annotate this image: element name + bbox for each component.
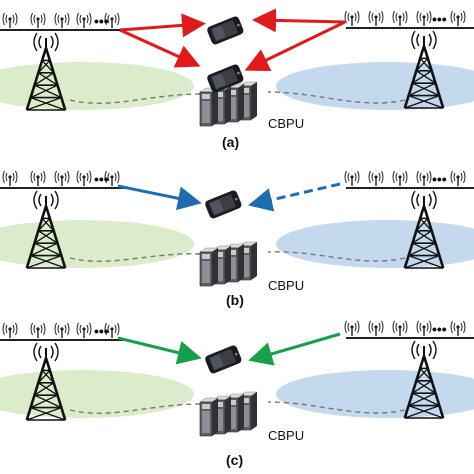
antenna-icon	[54, 12, 70, 28]
server-rack-icon	[199, 241, 258, 287]
tower-icon-left	[25, 32, 67, 111]
dots: •••	[94, 171, 109, 187]
antenna-icon	[76, 322, 92, 338]
signal-arrow	[119, 13, 206, 38]
antenna-icon	[30, 170, 46, 186]
dots: •••	[432, 11, 447, 27]
dots: •••	[432, 321, 447, 337]
tower-icon-right	[403, 30, 445, 109]
antenna-array-right: •••	[344, 10, 474, 29]
antenna-icon	[30, 12, 46, 28]
antenna-icon	[104, 322, 120, 338]
cbpu-label-b: CBPU	[268, 278, 305, 293]
signal-arrow	[252, 8, 346, 33]
antenna-array-left: •••	[0, 12, 124, 31]
antenna-icon	[392, 10, 408, 26]
antenna-icon	[344, 320, 360, 336]
panel-label-a: (a)	[222, 134, 240, 150]
antenna-icon	[368, 320, 384, 336]
dots: •••	[432, 171, 447, 187]
phone-icon	[207, 16, 244, 45]
fronthaul-right	[267, 251, 406, 262]
panel-b: ••• •••	[0, 170, 474, 287]
antenna-icon	[368, 10, 384, 26]
panel-a: ••• •••	[0, 8, 474, 127]
antenna-icon	[450, 10, 466, 26]
antenna-icon	[104, 12, 120, 28]
antenna-icon	[416, 10, 432, 26]
antenna-icon	[76, 12, 92, 28]
signal-arrow	[117, 336, 202, 365]
phone-icon	[205, 190, 242, 219]
fronthaul-left	[69, 93, 201, 104]
antenna-icon	[54, 170, 70, 186]
antenna-array-left: •••	[0, 322, 124, 341]
antenna-array-left: •••	[0, 170, 124, 189]
signal-arrow	[244, 20, 346, 71]
signal-arrow	[117, 184, 202, 211]
dots: •••	[94, 323, 109, 339]
antenna-array-right: •••	[344, 320, 474, 339]
signal-arrow	[119, 28, 201, 68]
tower-icon-right	[403, 190, 445, 269]
phone-icon	[207, 64, 244, 93]
antenna-icon	[2, 12, 18, 28]
antenna-icon	[2, 322, 18, 338]
dots: •••	[94, 13, 109, 29]
tower-icon-left	[25, 342, 67, 421]
signal-arrow	[248, 332, 341, 366]
antenna-icon	[2, 170, 18, 186]
cbpu-label-c: CBPU	[268, 428, 305, 443]
antenna-icon	[368, 170, 384, 186]
fronthaul-right	[267, 401, 406, 414]
tower-icon-left	[25, 190, 67, 269]
antenna-icon	[392, 320, 408, 336]
panel-c: ••• •••	[0, 320, 474, 437]
antenna-icon	[76, 170, 92, 186]
antenna-array-right: •••	[344, 170, 474, 189]
cbpu-label-a: CBPU	[268, 116, 305, 131]
antenna-icon	[392, 170, 408, 186]
antenna-icon	[344, 170, 360, 186]
panel-label-b: (b)	[226, 292, 244, 308]
antenna-icon	[344, 10, 360, 26]
fronthaul-right	[267, 91, 406, 104]
tower-icon-right	[403, 340, 445, 419]
antenna-icon	[450, 320, 466, 336]
phone-icon	[205, 345, 242, 374]
panel-label-c: (c)	[226, 452, 244, 468]
signal-arrow	[248, 182, 341, 212]
antenna-icon	[30, 322, 46, 338]
coverage-right	[276, 370, 474, 418]
fronthaul-left	[69, 253, 201, 263]
coverage-right	[276, 62, 474, 110]
fronthaul-left	[69, 403, 201, 414]
antenna-icon	[416, 170, 432, 186]
antenna-icon	[450, 170, 466, 186]
server-rack-icon	[199, 391, 258, 437]
server-rack-icon	[199, 81, 258, 127]
antenna-icon	[104, 170, 120, 186]
antenna-icon	[54, 322, 70, 338]
antenna-icon	[416, 320, 432, 336]
